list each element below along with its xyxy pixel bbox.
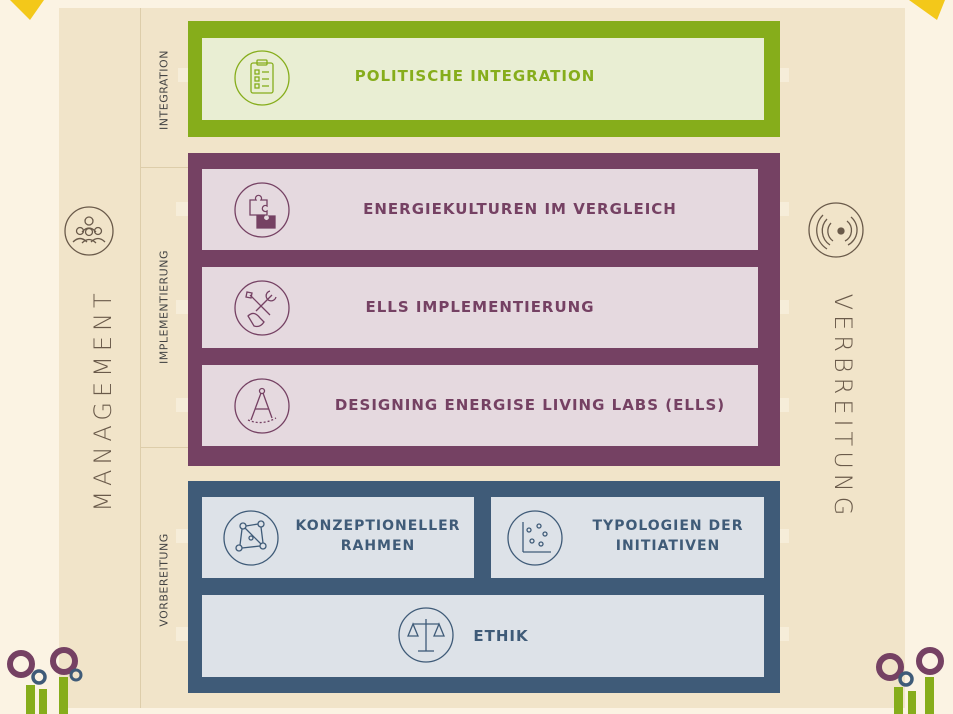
phase-divider-tick xyxy=(140,167,202,168)
typologien-label: TYPOLOGIEN DER INITIATIVEN xyxy=(592,518,744,554)
management-label: MANAGEMENT xyxy=(89,288,117,512)
ethik-box xyxy=(202,595,764,677)
energise-logo-icon xyxy=(876,647,944,714)
phase-label-integration: INTEGRATION xyxy=(157,50,171,130)
yellow-corner-accent-left xyxy=(10,0,44,20)
verbreitung-label: VERBREITUNG xyxy=(829,293,857,521)
energise-logo-icon xyxy=(7,647,83,714)
people-group-icon xyxy=(64,206,114,256)
scatter-plot-icon xyxy=(507,510,563,566)
phase-label-implementierung: IMPLEMENTIERUNG xyxy=(157,250,171,364)
politische-integration-box xyxy=(202,38,764,120)
ethik-label: ETHIK xyxy=(473,627,529,645)
phase-column-divider xyxy=(140,8,141,708)
yellow-corner-accent-right xyxy=(909,0,945,20)
broadcast-signal-icon xyxy=(808,202,864,258)
designing-ells-label: DESIGNING ENERGISE LIVING LABS (ELLS) xyxy=(334,396,726,414)
scales-justice-icon xyxy=(398,607,454,663)
tools-hand-icon xyxy=(234,280,290,336)
clipboard-checklist-icon xyxy=(234,50,290,106)
energiekulturen-label: ENERGIEKULTUREN IM VERGLEICH xyxy=(363,200,677,218)
ells-implementierung-label: ELLS IMPLEMENTIERUNG xyxy=(365,298,595,316)
compass-drawing-icon xyxy=(234,378,290,434)
designing-ells-box xyxy=(202,365,758,446)
network-graph-icon xyxy=(223,510,279,566)
phase-divider-tick xyxy=(140,447,202,448)
phase-label-vorbereitung: VORBEREITUNG xyxy=(157,533,171,627)
politische-integration-label: POLITISCHE INTEGRATION xyxy=(354,67,596,85)
puzzle-pieces-icon xyxy=(234,182,290,238)
konzeptioneller-rahmen-label: KONZEPTIONELLER RAHMEN xyxy=(295,518,461,554)
energiekulturen-box xyxy=(202,169,758,250)
ells-implementierung-box xyxy=(202,267,758,348)
